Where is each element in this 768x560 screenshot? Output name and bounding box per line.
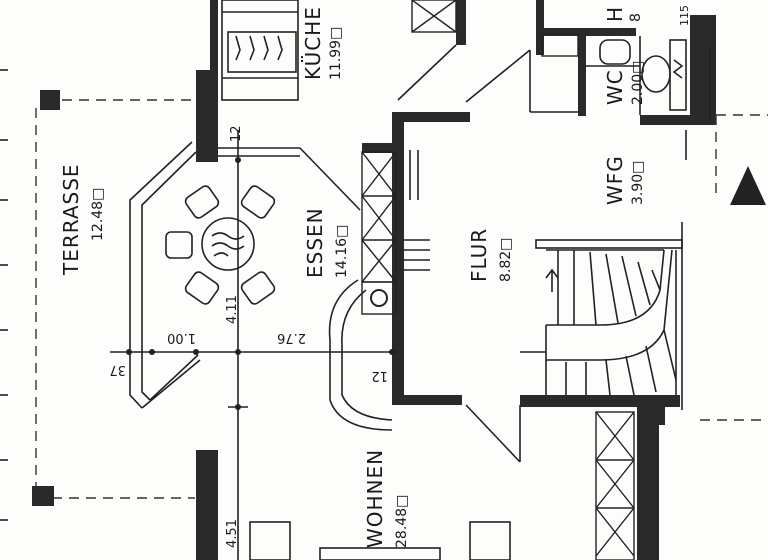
room-label-essen: ESSEN 14.16□: [303, 207, 350, 278]
room-area: 8.82□: [498, 238, 514, 282]
staircase: [520, 222, 683, 410]
dimension-label: 115: [678, 5, 691, 26]
room-area: 11.99□: [328, 27, 344, 80]
room-name: TERRASSE: [59, 163, 83, 276]
room-area: 14.16□: [334, 225, 350, 278]
north-arrow-icon: [730, 166, 766, 205]
room-label-kueche: KÜCHE 11.99□: [301, 6, 344, 80]
room-name: WOHNEN: [363, 449, 387, 548]
room-label-flur: FLUR 8.82□: [467, 228, 514, 282]
dimension-label: 1.00: [167, 330, 196, 345]
shafts: [361, 0, 635, 560]
wc-fixtures: [586, 36, 687, 115]
room-label-terrasse: TERRASSE 12.48□: [59, 163, 106, 276]
room-label-wohnen: WOHNEN 28.48□: [363, 449, 410, 548]
room-area: 3.90□: [630, 161, 646, 205]
dimension-label: 37: [109, 362, 126, 377]
dimension-label: 12: [229, 125, 244, 142]
room-name: H: [603, 6, 627, 22]
room-name: KÜCHE: [301, 6, 325, 80]
room-name: ESSEN: [303, 207, 327, 278]
bay-window: [129, 141, 361, 409]
room-name: FLUR: [467, 228, 491, 282]
kitchen-counter: [221, 0, 299, 101]
room-name: WC: [603, 69, 627, 105]
dimension-label: 2.76: [277, 330, 306, 345]
room-area: 8: [628, 13, 644, 22]
room-area: 12.48□: [90, 188, 106, 241]
room-label-wfg: WFG 3.90□: [603, 155, 646, 205]
walls: [196, 0, 716, 560]
room-area: 2.00□: [630, 61, 646, 105]
room-name: WFG: [603, 155, 627, 205]
dimension-label: 4.51: [225, 519, 240, 548]
room-label-hw: H 8: [603, 6, 644, 22]
door-lines: [110, 44, 768, 560]
terrace-outline: [0, 69, 195, 521]
dining-table: [165, 185, 276, 305]
dimension-label: 12: [371, 368, 388, 383]
room-area: 28.48□: [394, 495, 410, 548]
dimension-label: 4.11: [225, 295, 240, 324]
room-label-wc: WC 2.00□: [603, 61, 646, 105]
